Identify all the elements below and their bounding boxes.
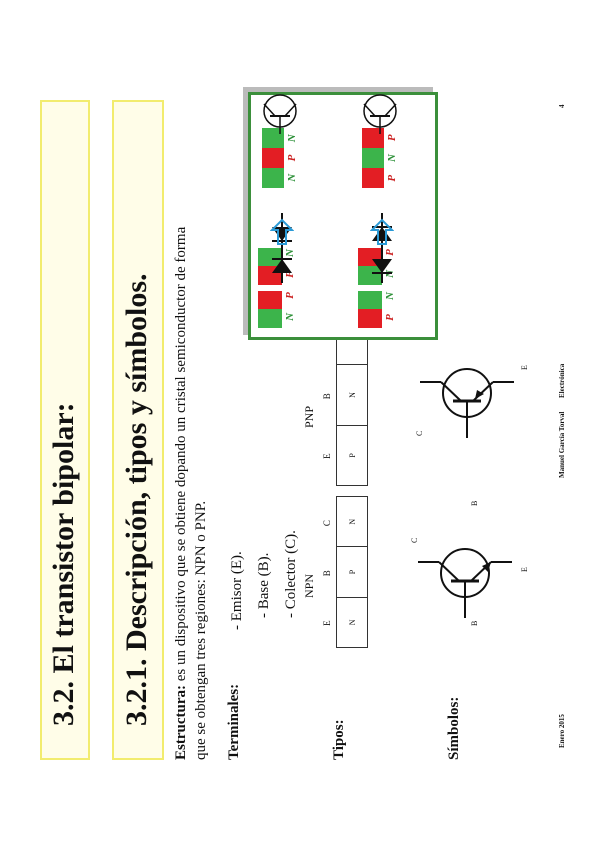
- npn-regions: N P N: [336, 496, 368, 648]
- pnp-symbol-e: E: [520, 365, 529, 370]
- pnp-symbol: [420, 368, 514, 438]
- estructura-line2: que se obtengan tres regiones: NPN o PNP…: [193, 500, 209, 760]
- terminales-label: Terminales:: [226, 683, 242, 760]
- pnp-symbol-b: B: [470, 500, 479, 506]
- npn-region-3: N: [347, 518, 357, 525]
- pnp-region-1: P: [337, 424, 367, 485]
- terminal-emisor: - Emisor (E).: [229, 551, 245, 630]
- subtitle: 3.2.1. Descripción, tipos y símbolos.: [120, 273, 153, 726]
- pnp-region-2: N: [337, 364, 367, 425]
- estructura-text: es un dispositivo que se obtiene dopando…: [173, 226, 189, 682]
- footer-author: Manuel García Torval: [558, 411, 566, 478]
- npn-region-2: P: [337, 546, 367, 597]
- block-n: [258, 309, 282, 328]
- footer-page-number: 4: [558, 104, 566, 109]
- npn-equals-arrow-icon: [270, 218, 294, 245]
- letter-p: P: [386, 174, 398, 182]
- npn-terminal-labels: E B C: [322, 498, 332, 648]
- npn-terminal-c: C: [322, 520, 332, 527]
- npn-label: NPN: [302, 573, 316, 598]
- letter-n: N: [384, 292, 396, 301]
- npn-terminal-e: E: [322, 620, 332, 626]
- pnp-symbol-c: C: [415, 430, 424, 436]
- pnp-transistor-icon: [363, 94, 397, 134]
- simbolos-label: Símbolos:: [446, 696, 462, 760]
- estructura-line1: Estructura: es un dispositivo que se obt…: [172, 227, 191, 760]
- letter-n: N: [386, 154, 398, 162]
- npn-symbol: [418, 548, 512, 618]
- main-title: 3.2. El transistor bipolar:: [47, 402, 80, 726]
- tipos-label: Tipos:: [331, 719, 347, 760]
- npn-region-1: N: [337, 596, 367, 647]
- npn-symbol-b: B: [470, 620, 479, 626]
- npn-terminal-b: B: [322, 570, 332, 577]
- letter-n: N: [286, 173, 298, 182]
- estructura-label: Estructura:: [173, 685, 189, 760]
- pnp-terminal-b: B: [322, 393, 332, 400]
- pnp-label: PNP: [302, 405, 316, 428]
- npn-transistor-icon: [263, 94, 297, 134]
- terminal-colector: - Colector (C).: [283, 530, 299, 618]
- footer-subject: Electrónica: [558, 363, 566, 398]
- letter-p: P: [384, 314, 396, 321]
- npn-symbol-c: C: [410, 537, 419, 543]
- letter-p: P: [284, 292, 296, 299]
- npn-symbol-e: E: [520, 567, 529, 572]
- pnp-equals-arrow-icon: [370, 218, 394, 245]
- npn-transistor-model: [262, 128, 284, 188]
- terminal-base: - Base (B).: [256, 552, 272, 618]
- letter-n: N: [284, 312, 296, 321]
- npn-transistor-letters: N P N: [286, 128, 298, 188]
- footer-date: Enero 2015: [558, 714, 566, 748]
- pnp-terminal-e: E: [322, 453, 332, 459]
- letter-p: P: [286, 154, 298, 162]
- block-p: [258, 291, 282, 310]
- pnp-transistor-model: [362, 128, 384, 188]
- pnp-transistor-letters: P N P: [386, 128, 398, 188]
